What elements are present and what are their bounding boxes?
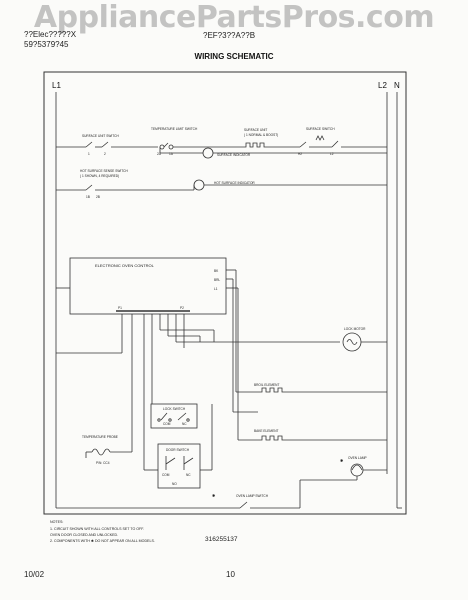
footer-page: 10 bbox=[226, 570, 235, 579]
temperature-probe bbox=[91, 448, 111, 456]
header-model: ?EF?3??A??B bbox=[203, 31, 256, 40]
page-title: WIRING SCHEMATIC bbox=[194, 52, 274, 61]
hot-surface-indicator-lamp bbox=[193, 179, 205, 191]
header-number: 59?5379?45 bbox=[24, 40, 69, 49]
temperature-limit-switch-label: TEMPERATURE LIMIT SWITCH bbox=[151, 127, 198, 131]
oven-lamp-switch-label: OVEN LAMP SWITCH bbox=[236, 494, 269, 498]
notes-heading: NOTES: bbox=[50, 520, 63, 524]
probe-part-label: P/N: CC4 bbox=[96, 461, 110, 465]
surface-unit-element bbox=[243, 142, 267, 148]
n-label: N bbox=[394, 81, 400, 90]
broil-element bbox=[258, 387, 286, 393]
part-number: 316255137 bbox=[205, 536, 238, 543]
surface-indicator-label: SURFACE INDICATOR bbox=[217, 153, 251, 157]
star-marker: ✱ bbox=[212, 493, 216, 498]
door-switch-nc-label: NC bbox=[186, 473, 191, 477]
bake-element-label: BAKE ELEMENT bbox=[254, 429, 278, 433]
terminal-2a: 2A bbox=[157, 152, 162, 156]
l2-label: L2 bbox=[378, 81, 387, 90]
l1-terminal-label: L1 bbox=[214, 287, 218, 291]
broil-element-label: BROIL ELEMENT bbox=[254, 383, 279, 387]
surface-unit-switch-label: SURFACE UNIT SWITCH bbox=[82, 134, 119, 138]
lock-motor-label: LOCK MOTOR bbox=[344, 327, 366, 331]
brl-terminal-label: BRL bbox=[214, 278, 220, 282]
star-marker-lamp: ✱ bbox=[340, 458, 344, 463]
terminal-p1: P1 bbox=[118, 306, 122, 310]
hot-surface-switch-label: HOT SURFACE SENSE SWITCH bbox=[80, 169, 128, 173]
diagram-frame bbox=[43, 71, 407, 515]
surface-unit-label: SURFACE UNIT bbox=[244, 128, 267, 132]
header-brand: ??Elec?????X bbox=[24, 30, 77, 39]
electronic-oven-control-box bbox=[69, 257, 227, 315]
lock-switch-nc-label: NC bbox=[182, 422, 187, 426]
terminal-2b: 2B bbox=[96, 195, 100, 199]
oven-lamp bbox=[350, 463, 364, 477]
hot-surface-switch-sub-label: ( 1 SHOWN, 4 REQUIRED) bbox=[80, 174, 119, 178]
bk-terminal-label: BK bbox=[214, 269, 219, 273]
door-switch-com-label: COM bbox=[162, 473, 170, 477]
door-switch-label: DOOR SWITCH bbox=[166, 448, 190, 452]
terminal-1a: 1A bbox=[169, 152, 174, 156]
watermark: AppliancePartsPros.com bbox=[33, 0, 435, 35]
oven-lamp-label: OVEN LAMP bbox=[348, 456, 367, 460]
l1-label: L1 bbox=[52, 81, 61, 90]
note-2: 2. COMPONENTS WITH ✱ DO NOT APPEAR ON AL… bbox=[50, 539, 155, 543]
hot-surface-indicator-label: HOT SURFACE INDICATOR bbox=[214, 181, 255, 185]
electronic-oven-control-label: ELECTRONIC OVEN CONTROL bbox=[95, 263, 155, 268]
lock-switch-com-label: COM bbox=[163, 422, 171, 426]
temperature-probe-label: TEMPERATURE PROBE bbox=[82, 435, 118, 439]
terminal-1b: 1B bbox=[86, 195, 90, 199]
terminal-h2: H2 bbox=[298, 152, 302, 156]
door-switch-no-label: NO bbox=[172, 482, 177, 486]
terminal-p2: P2 bbox=[180, 306, 184, 310]
note-1b: OVEN DOOR CLOSED AND UNLOCKED. bbox=[50, 533, 118, 537]
terminal-1: 1 bbox=[88, 152, 90, 156]
surface-indicator-lamp bbox=[202, 147, 214, 159]
bake-element bbox=[258, 435, 286, 441]
door-switch-box bbox=[157, 443, 201, 489]
surface-unit-sub-label: ( 1 NORMAL & BOOST) bbox=[244, 133, 278, 137]
terminal-l2: L2 bbox=[330, 152, 334, 156]
terminal-2: 2 bbox=[104, 152, 106, 156]
lock-switch-box bbox=[150, 403, 198, 429]
footer-date: 10/02 bbox=[24, 570, 45, 579]
lock-switch-label: LOCK SWITCH bbox=[163, 407, 186, 411]
note-1: 1. CIRCUIT SHOWN WITH ALL CONTROLS SET T… bbox=[50, 527, 144, 531]
surface-switch-label: SURFACE SWITCH bbox=[306, 127, 335, 131]
